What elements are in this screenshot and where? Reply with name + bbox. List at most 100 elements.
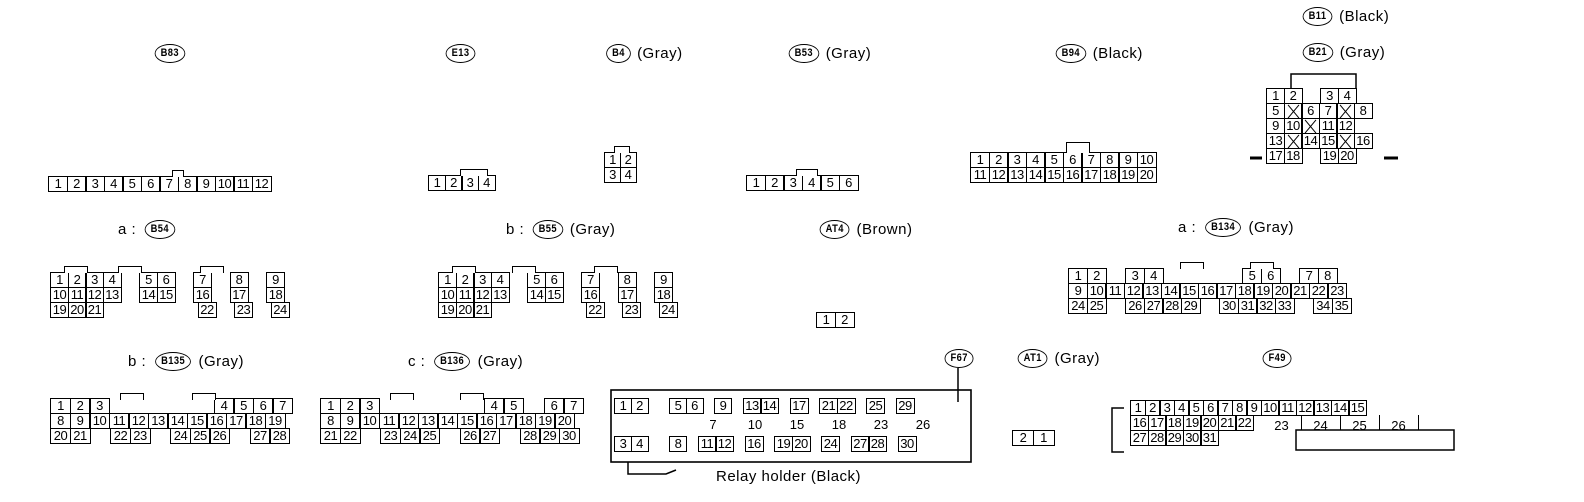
pin-23: 23 xyxy=(380,428,401,444)
pin-2: 2 xyxy=(1012,430,1034,446)
connector-badge-e13: E13 xyxy=(445,44,476,63)
label-f49: F49 xyxy=(1260,349,1294,368)
pin-30: 30 xyxy=(558,428,580,444)
connector-lock-tab xyxy=(452,266,476,273)
label-b4: B4 (Gray) xyxy=(604,44,683,63)
pin-19: 19 xyxy=(774,436,793,452)
pin-11: 11 xyxy=(1105,283,1125,299)
pin-25: 25 xyxy=(419,428,440,444)
connector-lock-tab xyxy=(1066,142,1090,153)
pin-20: 20 xyxy=(455,302,475,318)
pin-16: 16 xyxy=(1130,415,1149,431)
pin-23: 23 xyxy=(1263,415,1302,433)
connector-color-b135: (Gray) xyxy=(198,353,244,370)
connector-badge-at4: AT4 xyxy=(819,220,850,239)
pin-17: 17 xyxy=(225,413,247,429)
connector-lock-tab xyxy=(192,393,216,400)
connector-lock-tab xyxy=(512,266,536,273)
pin-7: 7 xyxy=(159,176,179,192)
pin-15: 15 xyxy=(544,287,564,303)
connector-color-at1: (Gray) xyxy=(1054,350,1100,367)
label-b54: a : B54 xyxy=(118,220,178,239)
pin-18: 18 xyxy=(1165,415,1184,431)
blank-pin-cross xyxy=(1301,118,1320,134)
pin-6: 6 xyxy=(685,398,704,414)
pin-19: 19 xyxy=(1118,167,1138,183)
pin-12: 12 xyxy=(251,176,272,192)
pin-4: 4 xyxy=(630,436,649,452)
pin-20: 20 xyxy=(67,302,87,318)
pin-8: 8 xyxy=(177,176,198,192)
label-b21: B21 (Gray) xyxy=(1300,43,1385,62)
pin-35: 35 xyxy=(1331,298,1352,314)
pin-28: 28 xyxy=(1147,430,1167,446)
pin-17: 17 xyxy=(789,398,809,414)
pin-21: 21 xyxy=(85,302,104,318)
pin-19: 19 xyxy=(1320,148,1339,164)
pin-24: 24 xyxy=(270,302,290,318)
pin-22: 22 xyxy=(197,302,217,318)
pin-9: 9 xyxy=(1246,400,1262,416)
label-b135: b : B135 (Gray) xyxy=(128,352,244,371)
pin-5: 5 xyxy=(122,176,142,192)
connector-lock-tab xyxy=(594,266,618,273)
relay-pin-15: 15 xyxy=(789,417,805,432)
pin-2: 2 xyxy=(834,312,855,328)
pin-28: 28 xyxy=(868,436,887,452)
pin-19: 19 xyxy=(50,302,69,318)
pin-14: 14 xyxy=(437,413,458,429)
pin-22: 22 xyxy=(836,398,856,414)
pin-1: 1 xyxy=(428,175,446,191)
pin-26: 26 xyxy=(459,428,481,444)
pin-1: 1 xyxy=(1032,430,1055,446)
pin-24: 24 xyxy=(399,428,421,444)
label-at4: AT4 (Brown) xyxy=(817,220,912,239)
label-b53: B53 (Gray) xyxy=(786,44,871,63)
pin-21: 21 xyxy=(1217,415,1237,431)
pin-28: 28 xyxy=(519,428,541,444)
pin-8: 8 xyxy=(669,436,687,452)
connector-badge-f67: F67 xyxy=(944,349,974,368)
connector-badge-at1: AT1 xyxy=(1017,349,1048,368)
pin-26: 26 xyxy=(1380,415,1419,433)
pin-18: 18 xyxy=(1099,167,1120,183)
pin-14: 14 xyxy=(760,398,779,414)
pin-28: 28 xyxy=(269,428,290,444)
pin-10: 10 xyxy=(359,413,380,429)
pin-10: 10 xyxy=(214,176,235,192)
connector-badge-b54: B54 xyxy=(144,220,176,239)
pin-19: 19 xyxy=(1182,415,1202,431)
pin-9: 9 xyxy=(196,176,216,192)
pin-25: 25 xyxy=(189,428,211,444)
pin-10: 10 xyxy=(89,413,110,429)
pin-26: 26 xyxy=(1125,298,1145,314)
connector-color-b136: (Gray) xyxy=(477,353,524,370)
pin-15: 15 xyxy=(156,287,176,303)
pin-3: 3 xyxy=(604,167,621,183)
pin-14: 14 xyxy=(1330,400,1350,416)
pin-11: 11 xyxy=(1278,400,1297,416)
pin-13: 13 xyxy=(490,287,510,303)
connector-lock-tab xyxy=(390,393,414,400)
pin-3: 3 xyxy=(783,175,803,191)
pin-21: 21 xyxy=(473,302,492,318)
connector-badge-b21: B21 xyxy=(1302,43,1334,62)
pin-24: 24 xyxy=(1302,415,1341,433)
